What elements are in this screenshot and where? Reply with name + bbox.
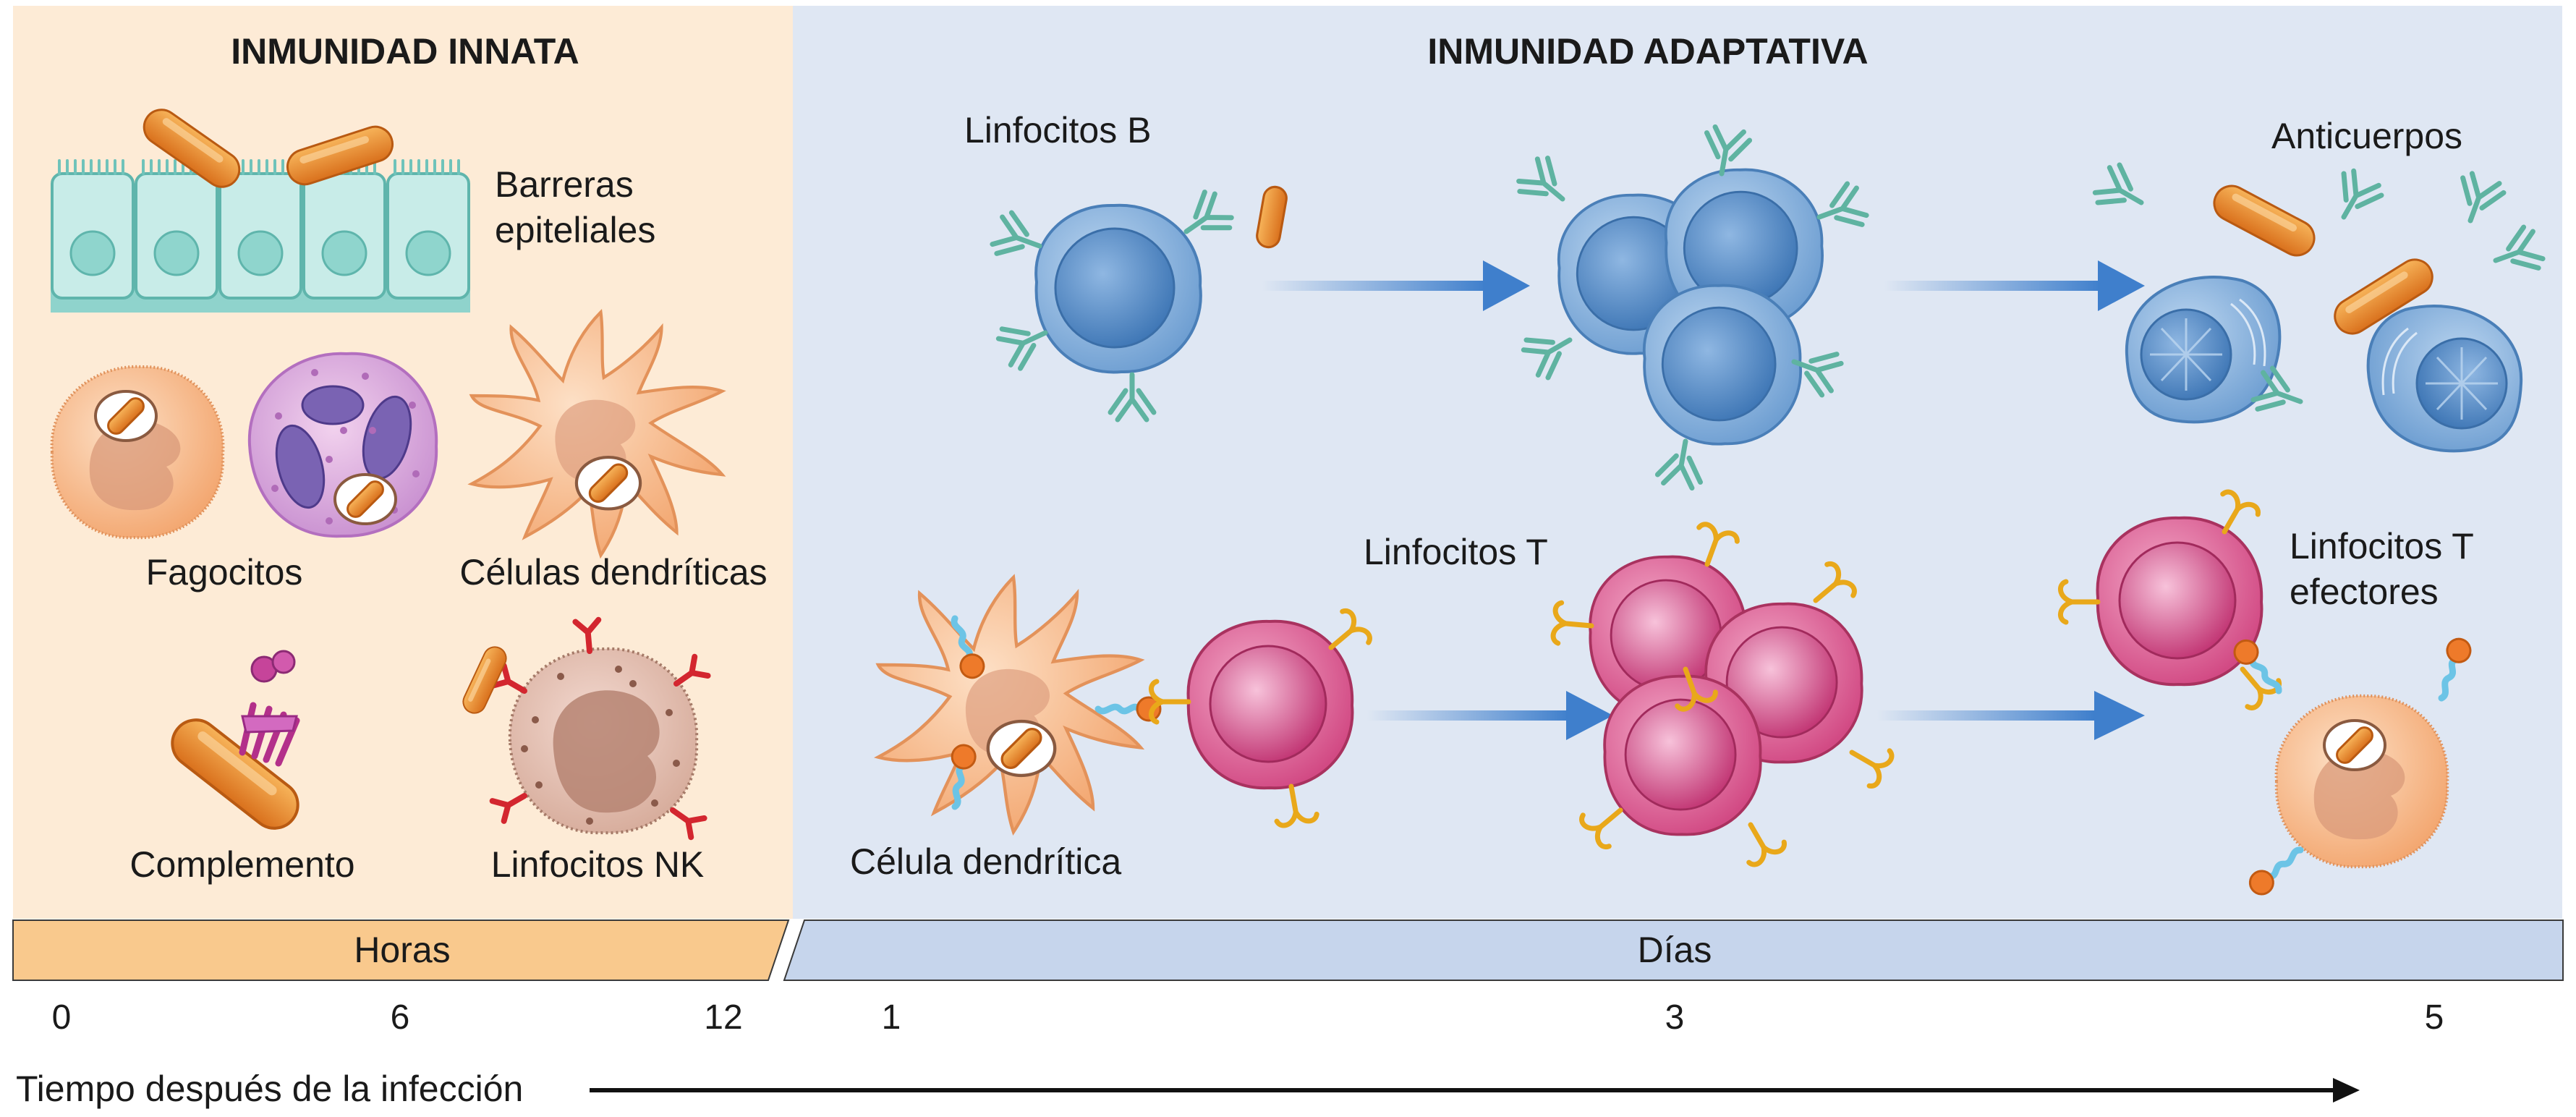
time-axis-arrow bbox=[590, 1078, 2360, 1103]
adaptive-title: INMUNIDAD ADAPTATIVA bbox=[1427, 31, 1868, 72]
label-barriers-1: Barreras bbox=[495, 164, 634, 205]
arrow-t-cells-to-clones bbox=[1367, 691, 1613, 740]
days-bar bbox=[783, 919, 2564, 981]
arrow-clones-to-plasma bbox=[1884, 260, 2145, 311]
tick-hour-0: 0 bbox=[52, 998, 72, 1037]
label-t-cells: Linfocitos T bbox=[1364, 532, 1548, 572]
phagocyte-neutrophil-illustration bbox=[247, 352, 438, 538]
label-effector-t-1: Linfocitos T bbox=[2290, 526, 2474, 566]
hours-bar bbox=[12, 919, 790, 981]
tick-day-5: 5 bbox=[2425, 998, 2444, 1037]
label-b-cells: Linfocitos B bbox=[964, 110, 1151, 150]
innate-title: INMUNIDAD INNATA bbox=[231, 31, 579, 72]
label-dendritic-cell: Célula dendrítica bbox=[850, 841, 1121, 882]
tick-hour-12: 12 bbox=[704, 998, 742, 1037]
phagocyte-macrophage-illustration bbox=[50, 365, 225, 540]
nk-cell-illustration bbox=[493, 620, 708, 837]
tick-day-1: 1 bbox=[882, 998, 901, 1037]
hours-label: Horas bbox=[354, 930, 450, 970]
label-nk-cells: Linfocitos NK bbox=[491, 844, 705, 885]
label-complement: Complemento bbox=[129, 844, 354, 885]
arrow-b-cells-to-clones bbox=[1262, 260, 1530, 311]
days-label: Días bbox=[1638, 930, 1712, 970]
tick-day-3: 3 bbox=[1665, 998, 1685, 1037]
label-dendritic-cells: Células dendríticas bbox=[459, 552, 767, 593]
label-barriers-2: epiteliales bbox=[495, 210, 655, 250]
tick-hour-6: 6 bbox=[391, 998, 410, 1037]
arrow-clones-to-effectors bbox=[1877, 691, 2145, 740]
time-axis-label: Tiempo después de la infección bbox=[16, 1069, 523, 1109]
label-antibodies: Anticuerpos bbox=[2271, 116, 2462, 156]
label-effector-t-2: efectores bbox=[2290, 572, 2439, 612]
complement-illustration bbox=[163, 650, 307, 838]
label-phagocytes: Fagocitos bbox=[146, 552, 303, 593]
epithelial-barrier-illustration bbox=[51, 101, 470, 313]
